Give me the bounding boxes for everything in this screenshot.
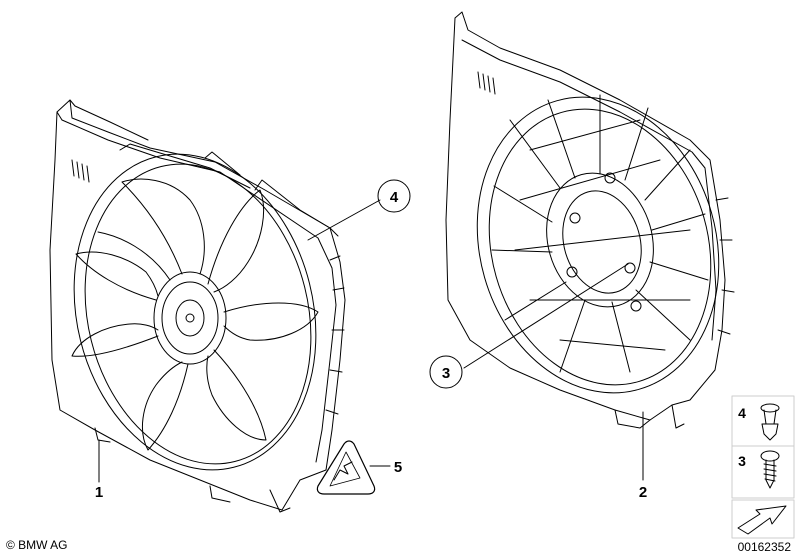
label-part-2: 2 xyxy=(639,484,647,501)
warning-label-part-5 xyxy=(316,440,391,495)
callout-circle-4 xyxy=(377,179,411,213)
arrow-box-icon xyxy=(731,499,795,539)
label-part-5: 5 xyxy=(394,459,402,476)
label-part-1: 1 xyxy=(95,484,103,501)
label-part-4: 4 xyxy=(390,189,399,206)
fan-shroud-part-2 xyxy=(445,11,735,481)
fan-assembly-part-1 xyxy=(49,99,381,513)
screw-icon xyxy=(760,450,780,489)
callout-circle-3 xyxy=(429,355,463,389)
document-number: 00162352 xyxy=(737,540,791,554)
push-rivet-icon xyxy=(760,403,780,441)
legend-label-4: 4 xyxy=(738,405,746,421)
hardware-legend xyxy=(731,395,795,539)
label-part-3: 3 xyxy=(442,365,450,382)
legend-label-3: 3 xyxy=(738,453,746,469)
copyright-text: © BMW AG xyxy=(6,538,68,552)
